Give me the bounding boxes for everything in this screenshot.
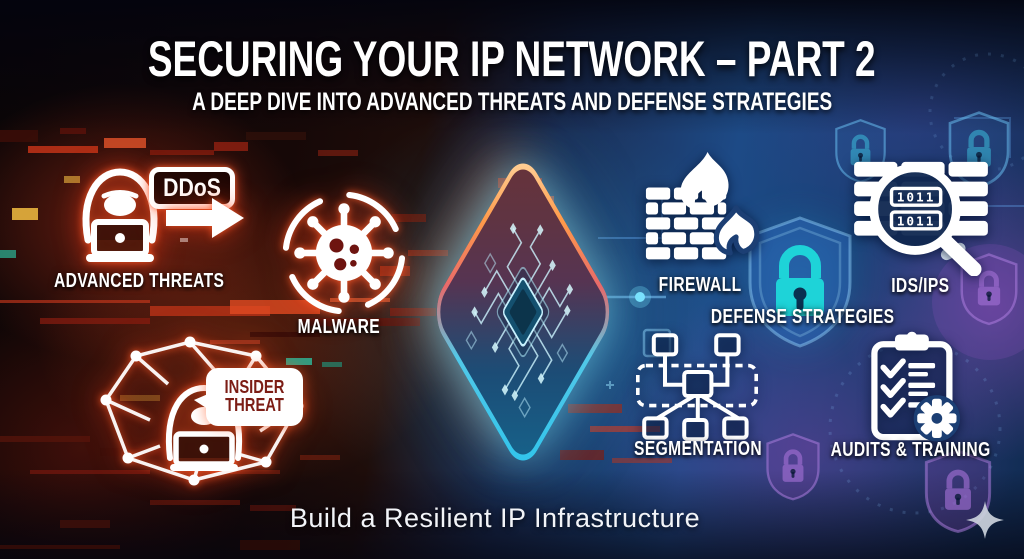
glitch-bar (408, 250, 448, 256)
circuit-board-surface (433, 157, 613, 467)
malware-virus-icon (283, 192, 405, 314)
audits-clipboard-gear-icon (871, 331, 961, 442)
glitch-bar (390, 308, 436, 316)
glitch-bar (104, 138, 146, 148)
glitch-bar (300, 455, 340, 460)
glitch-bar (0, 545, 120, 549)
glitch-bar (60, 520, 110, 528)
glitch-bar (150, 150, 214, 155)
glitch-bar (40, 318, 150, 324)
shield-lock-icon (924, 449, 992, 534)
glitch-bar (392, 214, 426, 222)
glitch-bar (286, 358, 312, 365)
glitch-bar (560, 450, 604, 460)
glitch-bar (0, 130, 38, 142)
page-subtitle: A DEEP DIVE INTO ADVANCED THREATS AND DE… (191, 88, 833, 116)
glitch-bar (210, 340, 260, 344)
glitch-bar (568, 404, 622, 413)
glitch-bar (180, 238, 188, 242)
glitch-bar (590, 426, 660, 432)
glitch-bar (150, 500, 240, 505)
glitch-bar (0, 300, 150, 303)
glitch-bar (250, 332, 320, 337)
tagline: Build a Resilient IP Infrastructure (289, 503, 701, 533)
firewall-label: FIREWALL (658, 274, 742, 296)
glitch-bar (330, 298, 390, 302)
glitch-bar (60, 128, 86, 134)
glitch-bar (250, 505, 296, 511)
circuit-board-card (428, 149, 618, 475)
glitch-bar (246, 132, 306, 140)
binary-text-bottom: 1011 (897, 214, 936, 229)
insider-threat-bubble: INSIDER THREAT (206, 368, 303, 426)
ids-ips-magnifier-icon: 1011 1011 (854, 161, 988, 276)
glitch-bar (150, 306, 270, 316)
glitch-bar (380, 266, 410, 276)
glitch-bar (0, 250, 16, 258)
defense-strategies-heading: DEFENSE STRATEGIES (710, 306, 895, 328)
glitch-bar (230, 300, 320, 314)
glitch-bar (300, 318, 420, 326)
segmentation-topology-icon (636, 333, 758, 442)
glitch-bar (0, 436, 90, 442)
page-title: SECURING YOUR IP NETWORK – PART 2 (148, 31, 876, 87)
sparkle-icon (966, 501, 1004, 539)
shield-lock-icon (766, 433, 820, 501)
glitch-bar (322, 362, 342, 367)
glitch-bar (12, 208, 38, 220)
firewall-icon (645, 152, 760, 260)
hacker-icon (82, 168, 158, 262)
defense-shield-lock-icon (748, 216, 852, 348)
glitch-bar (612, 458, 672, 463)
glitch-bar (64, 176, 80, 183)
binary-text-top: 1011 (897, 191, 936, 206)
glitch-bar (120, 395, 160, 401)
glitch-bar (214, 142, 248, 151)
glitch-bar (240, 540, 300, 550)
malware-label: MALWARE (297, 316, 381, 338)
audits-training-label: AUDITS & TRAINING (830, 439, 991, 461)
ddos-badge: DDoS (149, 167, 235, 209)
ddos-arrow-icon (166, 198, 244, 238)
glitch-bar (30, 470, 150, 474)
glitch-bar (100, 448, 160, 456)
advanced-threats-label: ADVANCED THREATS (54, 270, 225, 292)
glitch-bar (210, 470, 280, 474)
glitch-bar (318, 150, 358, 156)
ids-ips-label: IDS/IPS (890, 275, 950, 297)
glitch-bar (28, 146, 98, 153)
circuit-traces-icon (465, 222, 574, 419)
segmentation-label: SEGMENTATION (633, 438, 763, 460)
